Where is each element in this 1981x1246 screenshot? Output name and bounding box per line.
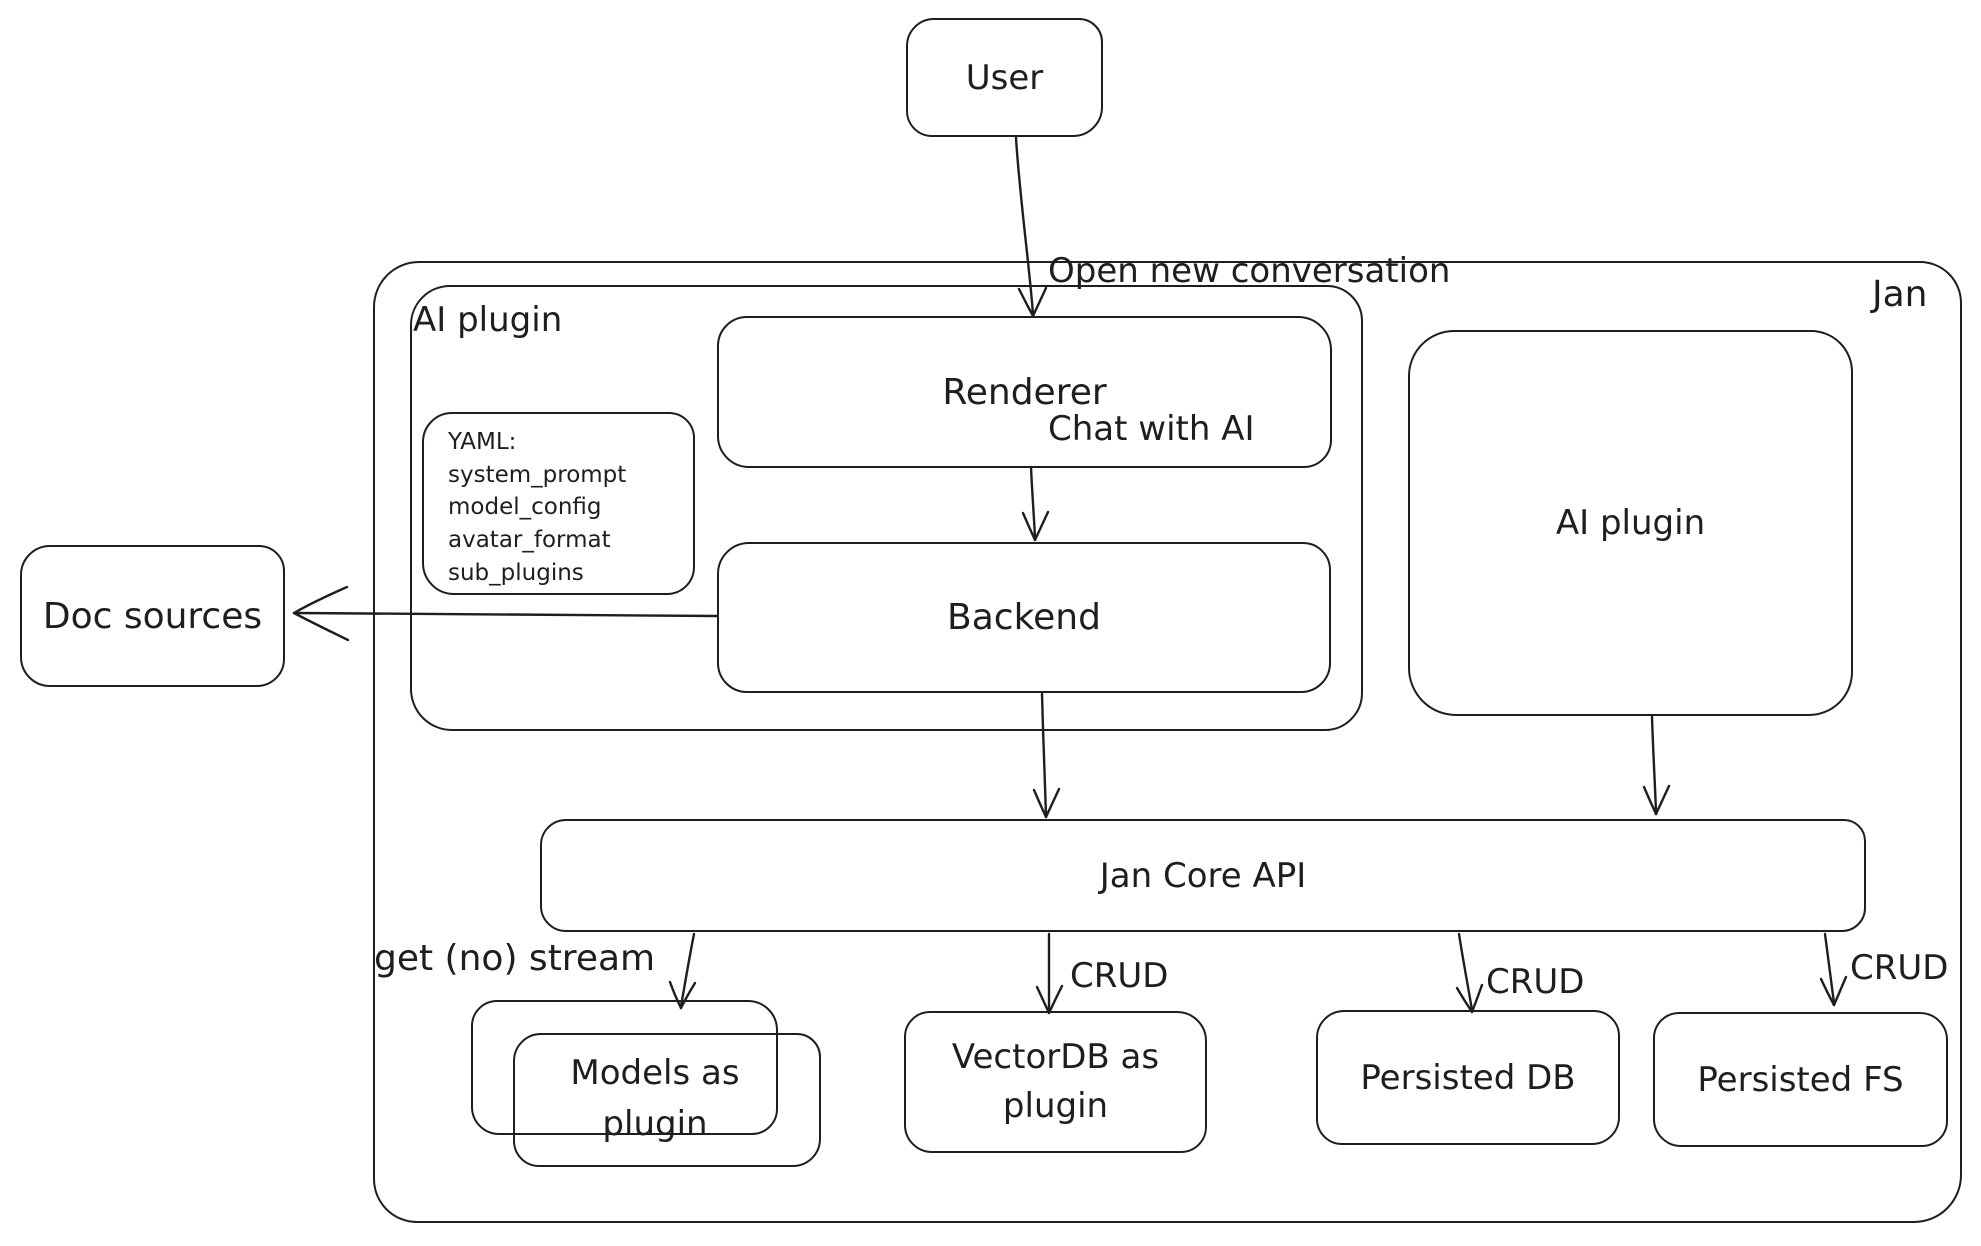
user-node: User	[906, 18, 1103, 137]
doc-sources-label: Doc sources	[42, 595, 263, 637]
user-edge-label: Open new conversation Chat with AI	[1048, 140, 1450, 562]
models-plugin-label: Models as plugin	[570, 1053, 740, 1144]
crud-vectordb-edge-label: CRUD	[1070, 956, 1169, 996]
user-node-label: User	[965, 57, 1044, 98]
persisted-db-label: Persisted DB	[1360, 1057, 1576, 1098]
jan-container-label: Jan	[1872, 274, 1928, 315]
models-plugin-front-box	[513, 1033, 821, 1167]
renderer-node-label: Renderer	[942, 371, 1107, 413]
vectordb-plugin-node: VectorDB as plugin	[904, 1011, 1207, 1153]
vectordb-plugin-label: VectorDB as plugin	[951, 1036, 1160, 1126]
user-edge-label-line1: Open new conversation	[1048, 251, 1451, 292]
yaml-note-line: system_prompt	[448, 461, 627, 488]
doc-sources-node: Doc sources	[20, 545, 285, 687]
arrow-jan-core-api-to-models	[668, 932, 697, 1010]
crud-persisted-db-edge-label: CRUD	[1486, 962, 1585, 1002]
persisted-db-node: Persisted DB	[1316, 1010, 1620, 1145]
ai-plugin-group-box	[410, 285, 1363, 731]
jan-container-box	[373, 261, 1962, 1223]
ai-plugin-right-label: AI plugin	[1555, 503, 1706, 543]
yaml-note-line: avatar_format	[448, 526, 611, 553]
arrow-backend-to-doc-sources	[292, 585, 719, 642]
ai-plugin-right-node: AI plugin	[1408, 330, 1853, 716]
yaml-note: YAML: system_prompt model_config avatar_…	[422, 412, 695, 595]
yaml-note-line: model_config	[448, 494, 602, 521]
arrow-jan-core-api-to-vectordb	[1035, 932, 1064, 1015]
arrow-ai-plugin-to-jan-core-api	[1642, 715, 1671, 816]
get-stream-edge-label: get (no) stream	[374, 938, 656, 979]
renderer-node: Renderer	[717, 316, 1332, 468]
models-plugin-back-box	[471, 1000, 778, 1135]
yaml-note-text: YAML: system_prompt model_config avatar_…	[448, 426, 626, 589]
backend-node: Backend	[717, 542, 1331, 693]
user-edge-label-line2: Chat with AI	[1048, 409, 1255, 450]
crud-persisted-fs-edge-label: CRUD	[1850, 948, 1949, 988]
backend-node-label: Backend	[947, 597, 1101, 638]
ai-plugin-group-label: AI plugin	[413, 300, 563, 340]
jan-core-api-node: Jan Core API	[540, 819, 1866, 932]
arrow-jan-core-api-to-persisted-fs	[1819, 932, 1848, 1007]
arrow-backend-to-jan-core-api	[1032, 692, 1061, 819]
persisted-fs-node: Persisted FS	[1653, 1012, 1948, 1147]
jan-core-api-label: Jan Core API	[1099, 855, 1307, 896]
yaml-note-title: YAML:	[448, 429, 517, 455]
arrow-user-to-renderer	[1014, 136, 1048, 318]
arrow-renderer-to-backend	[1021, 465, 1050, 542]
persisted-fs-label: Persisted FS	[1697, 1059, 1904, 1100]
arrow-jan-core-api-to-persisted-db	[1455, 932, 1484, 1014]
yaml-note-line: sub_plugins	[448, 559, 584, 586]
